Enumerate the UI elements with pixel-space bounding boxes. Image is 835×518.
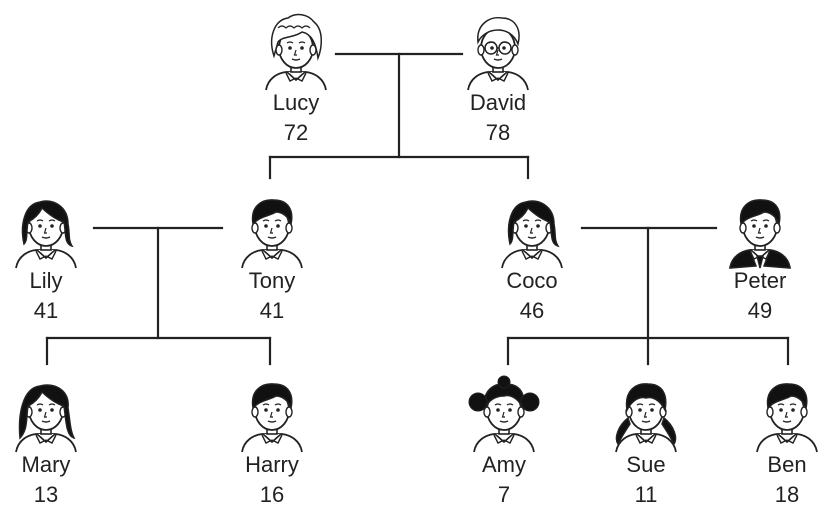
portrait-coco-icon <box>501 200 563 269</box>
portrait-sue-icon <box>615 383 677 453</box>
person-mary: Mary 13 <box>15 384 77 507</box>
person-age: 16 <box>260 482 284 507</box>
person-name: Harry <box>245 452 299 477</box>
couple-connector-lily-tony <box>45 226 272 366</box>
person-name: Mary <box>22 452 71 477</box>
person-amy: Amy 7 <box>468 375 540 507</box>
person-tony: Tony 41 <box>241 199 303 323</box>
person-age: 7 <box>498 482 510 507</box>
person-name: Amy <box>482 452 526 477</box>
person-lily: Lily 41 <box>15 200 77 323</box>
person-name: Lily <box>29 268 62 293</box>
person-peter: Peter 49 <box>729 199 791 323</box>
person-harry: Harry 16 <box>241 383 303 507</box>
portrait-tony-icon <box>241 199 303 269</box>
person-sue: Sue 11 <box>615 383 677 507</box>
portrait-harry-icon <box>241 383 303 453</box>
portrait-lucy-icon <box>265 13 327 91</box>
person-age: 18 <box>775 482 799 507</box>
person-name: Lucy <box>273 90 319 115</box>
person-ben: Ben 18 <box>756 383 818 507</box>
person-lucy: Lucy 72 <box>265 13 327 145</box>
person-age: 49 <box>748 298 772 323</box>
person-age: 41 <box>34 298 58 323</box>
person-age: 13 <box>34 482 58 507</box>
person-name: Sue <box>626 452 665 477</box>
person-age: 72 <box>284 120 308 145</box>
person-age: 11 <box>635 482 658 507</box>
person-name: Ben <box>767 452 806 477</box>
person-age: 78 <box>486 120 510 145</box>
portrait-ben-icon <box>756 383 818 453</box>
couple-connector-coco-peter <box>506 226 790 366</box>
person-age: 41 <box>260 298 284 323</box>
person-david: David 78 <box>467 16 529 145</box>
person-name: Tony <box>249 268 295 293</box>
person-name: David <box>470 90 526 115</box>
portrait-mary-icon <box>15 384 77 453</box>
portrait-lily-icon <box>15 200 77 269</box>
person-coco: Coco 46 <box>501 200 563 323</box>
portrait-amy-icon <box>468 375 540 453</box>
person-age: 46 <box>520 298 544 323</box>
person-name: Coco <box>506 268 557 293</box>
couple-connector-lucy-david <box>268 52 530 180</box>
connector-lines <box>45 52 790 366</box>
portrait-david-icon <box>467 16 529 91</box>
person-name: Peter <box>734 268 787 293</box>
portrait-peter-icon <box>729 199 791 269</box>
